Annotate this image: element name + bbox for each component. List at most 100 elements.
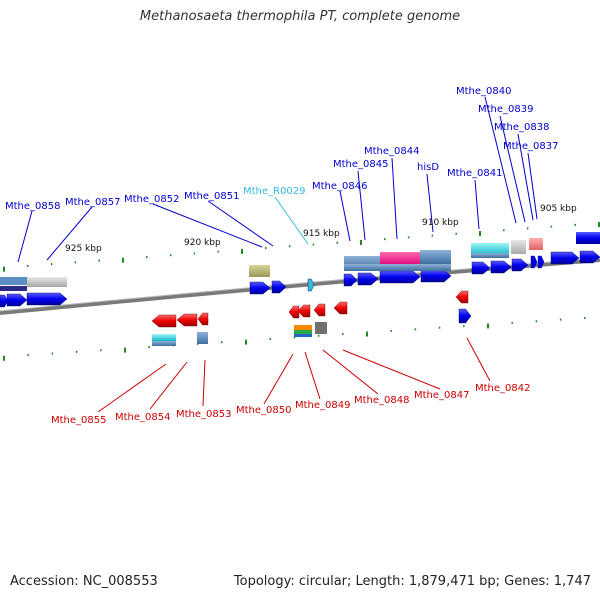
map-title: Methanosaeta thermophila PT, complete ge… — [139, 9, 461, 24]
small-forward-gene — [530, 255, 538, 269]
feature-bar-steel — [197, 332, 208, 344]
tick-label-915kbp: 915 kbp — [303, 229, 340, 239]
forward-label-line — [517, 133, 534, 221]
gene-label-mthe-0844[interactable]: Mthe_0844 — [364, 146, 420, 157]
gene-label-mthe-0854[interactable]: Mthe_0854 — [115, 412, 171, 423]
genome-summary-text: Topology: circular; Length: 1,879,471 bp… — [233, 574, 591, 589]
tick-label-905kbp: 905 kbp — [540, 204, 577, 214]
forward-gene-arrow — [379, 270, 421, 284]
forward-gene-arrow — [579, 250, 600, 264]
forward-gene-arrow — [490, 260, 512, 274]
reverse-label-line — [149, 361, 188, 410]
forward-gene-arrow — [0, 294, 9, 308]
forward-label-line — [46, 206, 93, 261]
gene-label-mthe-0846[interactable]: Mthe_0846 — [312, 181, 368, 192]
feature-bar-steel — [471, 253, 509, 258]
feature-layer — [0, 232, 600, 346]
reverse-gene-arrow — [176, 313, 198, 327]
forward-gene-arrow — [550, 251, 580, 265]
forward-label-line — [474, 179, 480, 230]
reverse-label-line — [304, 351, 321, 400]
forward-label-line — [207, 200, 274, 247]
feature-bar-magenta — [380, 252, 420, 266]
label-line-layer — [17, 96, 538, 413]
forward-gene-arrow — [6, 293, 28, 307]
reverse-label-line — [342, 349, 441, 390]
reverse-gene-arrow — [333, 301, 348, 315]
reverse-gene-arrow — [455, 290, 469, 304]
gene-label-mthe-0852[interactable]: Mthe_0852 — [124, 194, 180, 205]
reverse-label-line — [97, 363, 167, 413]
feature-bar-orange — [294, 325, 312, 330]
feature-bar-steel-lower — [344, 264, 451, 271]
gene-label-mthe-0853[interactable]: Mthe_0853 — [176, 409, 232, 420]
feature-bar-grey — [27, 277, 67, 287]
feature-bar-olive — [249, 265, 270, 277]
gene-label-mthe-0837[interactable]: Mthe_0837 — [503, 141, 559, 152]
gene-label-mthe-0850[interactable]: Mthe_0850 — [236, 405, 292, 416]
forward-gene-arrow — [357, 272, 379, 286]
forward-gene-arrow — [271, 280, 287, 294]
forward-label-line — [426, 173, 434, 233]
accession-text: Accession: NC_008553 — [10, 574, 158, 589]
forward-label-line — [484, 96, 517, 224]
small-forward-gene — [537, 255, 545, 269]
feature-bar-cyan — [471, 243, 509, 255]
gene-label-mthe-0847[interactable]: Mthe_0847 — [414, 390, 470, 401]
reverse-gene-arrow — [313, 303, 326, 317]
forward-gene-arrow — [471, 261, 491, 275]
forward-label-line — [527, 152, 538, 220]
reverse-label-line — [466, 337, 491, 382]
feature-bar-steel — [420, 250, 451, 264]
gene-label-mthe-0855[interactable]: Mthe_0855 — [51, 415, 107, 426]
feature-bar-dark — [0, 286, 27, 291]
forward-label-line — [357, 170, 366, 241]
gene-label-mthe-r0029[interactable]: Mthe_R0029 — [243, 186, 305, 197]
reverse-gene-arrow — [297, 304, 311, 318]
forward-label-line — [339, 190, 351, 242]
tick-label-925kbp: 925 kbp — [65, 244, 102, 254]
reverse-gene-arrow — [197, 312, 209, 326]
tick-layer — [3, 222, 600, 361]
rna-gene-arrow — [307, 278, 315, 292]
gene-label-mthe-0848[interactable]: Mthe_0848 — [354, 395, 410, 406]
tick-label-910kbp: 910 kbp — [422, 218, 459, 228]
forward-gene-arrow — [249, 281, 271, 295]
feature-bar-blue — [294, 334, 312, 337]
gene-label-mthe-0845[interactable]: Mthe_0845 — [333, 159, 389, 170]
gene-label-mthe-0839[interactable]: Mthe_0839 — [478, 104, 534, 115]
reverse-label-line — [202, 359, 206, 407]
reverse-label-line — [322, 349, 379, 395]
feature-bar-steel — [152, 341, 176, 346]
gene-label-mthe-0840[interactable]: Mthe_0840 — [456, 86, 512, 97]
forward-gene-arrow — [26, 292, 68, 306]
rna-label-line — [274, 196, 309, 245]
feature-bar-green — [294, 330, 312, 334]
feature-bar-steel — [0, 277, 27, 285]
forward-label-line — [391, 157, 398, 240]
gene-label-mthe-0857[interactable]: Mthe_0857 — [65, 197, 121, 208]
gene-label-hisd[interactable]: hisD — [417, 162, 439, 173]
gene-label-mthe-0858[interactable]: Mthe_0858 — [5, 201, 61, 212]
gene-label-mthe-0842[interactable]: Mthe_0842 — [475, 383, 531, 394]
feature-bar-grey — [511, 240, 526, 254]
feature-bar-cyan — [152, 334, 176, 341]
reverse-gene-arrow — [288, 305, 300, 319]
forward-gene-arrow — [511, 258, 529, 272]
gene-label-mthe-0851[interactable]: Mthe_0851 — [184, 191, 240, 202]
feature-bar-pink — [529, 238, 543, 250]
gene-label-mthe-0849[interactable]: Mthe_0849 — [295, 400, 351, 411]
forward-label-line — [17, 210, 33, 263]
forward-gene-arrow — [458, 308, 472, 324]
feature-bar-grey-dark — [315, 322, 327, 334]
gene-label-mthe-0838[interactable]: Mthe_0838 — [494, 122, 550, 133]
forward-gene-block — [576, 232, 600, 244]
forward-gene-arrow — [343, 273, 358, 287]
tick-label-920kbp: 920 kbp — [184, 238, 221, 248]
reverse-gene-arrow — [151, 314, 177, 328]
forward-label-line — [152, 203, 263, 248]
reverse-label-line — [263, 353, 294, 405]
forward-label-line — [499, 115, 526, 223]
gene-label-mthe-0841[interactable]: Mthe_0841 — [447, 168, 503, 179]
